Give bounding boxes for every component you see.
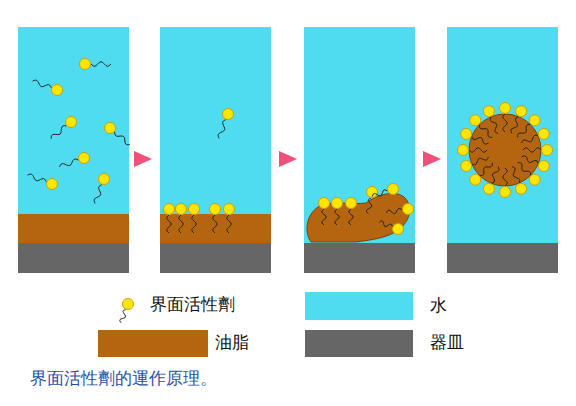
surfactant-tail <box>512 167 520 184</box>
surfactant-head <box>210 204 221 215</box>
surfactant-tail <box>167 215 171 233</box>
surfactant-tail <box>503 168 507 186</box>
surfactant-tail <box>522 156 539 164</box>
surfactant-head <box>461 128 472 139</box>
surfactant-head <box>223 109 234 120</box>
surfactant-head <box>79 153 90 164</box>
caption: 界面活性劑的運作原理。 <box>30 368 217 388</box>
surfactant-head <box>542 145 553 156</box>
surfactant-head <box>189 204 200 215</box>
surfactant-tail <box>179 215 183 233</box>
surfactant-tail <box>120 310 126 323</box>
surfactant-tail <box>91 62 111 66</box>
surfactant-tail <box>33 80 52 88</box>
dish <box>160 243 271 273</box>
surfactant-head <box>403 204 414 215</box>
surfactant-head <box>529 174 540 185</box>
surfactant-head <box>346 198 357 209</box>
dish <box>18 243 129 273</box>
oil-droplet <box>469 114 541 186</box>
surfactant-head <box>47 179 58 190</box>
surfactant-head <box>538 161 549 172</box>
water <box>18 27 129 215</box>
surfactant-head <box>319 198 330 209</box>
surfactant-head <box>66 117 77 128</box>
surfactant-tail <box>60 159 79 167</box>
surfactant-tail <box>518 163 531 176</box>
surfactant-head <box>393 224 404 235</box>
oil <box>160 214 271 244</box>
surfactant-head <box>538 128 549 139</box>
surfactant-head <box>52 85 63 96</box>
surfactant-tail <box>480 125 493 138</box>
surfactant-head <box>470 174 481 185</box>
legend-label: 油脂 <box>215 332 249 352</box>
surfactant-head <box>500 103 511 114</box>
surfactant-head <box>99 174 110 185</box>
dish <box>447 243 558 273</box>
water <box>447 27 558 243</box>
legend-swatch <box>305 330 413 357</box>
surfactant-tail <box>503 114 507 132</box>
surfactant-head <box>224 204 235 215</box>
surfactant-head <box>470 115 481 126</box>
surfactant-head <box>80 59 91 70</box>
surfactant-tail <box>94 185 102 204</box>
water <box>304 27 415 243</box>
legend-label: 器皿 <box>430 332 464 352</box>
surfactant-head <box>516 183 527 194</box>
surfactant-head <box>332 198 343 209</box>
surfactant-head <box>176 204 187 215</box>
surfactant-head <box>105 123 116 134</box>
surfactant-tail <box>511 117 519 134</box>
legend-label: 界面活性劑 <box>150 294 235 314</box>
oil-lifting <box>307 193 410 242</box>
surfactant-tail <box>115 132 130 145</box>
surfactant-tail <box>469 148 487 152</box>
legend-swatch <box>98 330 208 357</box>
surfactant-tail <box>472 136 489 144</box>
surfactant-head <box>483 183 494 194</box>
surfactant-head <box>516 106 527 117</box>
surfactant-tail <box>322 209 326 225</box>
legend-swatch <box>305 292 413 320</box>
surfactant-head <box>483 106 494 117</box>
surfactant-tail <box>490 117 498 134</box>
surfactant-tail <box>518 125 531 138</box>
dish <box>304 243 415 273</box>
legend-label: 水 <box>430 295 447 315</box>
surfactant-tail <box>372 190 387 197</box>
surfactant-tail <box>335 209 339 225</box>
oil <box>18 214 129 244</box>
surfactant-tail <box>51 126 66 139</box>
step-arrow <box>423 151 441 167</box>
surfactant-tail <box>192 215 196 233</box>
surfactant-head <box>164 204 175 215</box>
surfactant-head <box>500 187 511 198</box>
step-arrow <box>134 151 152 167</box>
surfactant-tail <box>227 215 231 233</box>
surfactant-tail <box>379 221 392 227</box>
surfactant-tail <box>367 198 372 214</box>
surfactant-head <box>123 299 134 310</box>
surfactant-tail <box>213 215 217 233</box>
surfactant-tail <box>218 120 226 139</box>
surfactant-head <box>458 145 469 156</box>
surfactant-head <box>529 115 540 126</box>
water <box>160 27 271 215</box>
surfactant-head <box>461 161 472 172</box>
surfactant-tail <box>386 208 402 213</box>
surfactant-head <box>388 184 399 195</box>
surfactant-tail <box>523 148 541 152</box>
surfactant-tail <box>349 209 353 225</box>
surfactant-tail <box>491 167 499 184</box>
step-arrow <box>279 151 297 167</box>
surfactant-tail <box>28 174 47 182</box>
surfactant-tail <box>472 157 489 165</box>
surfactant-tail <box>480 163 493 176</box>
surfactant-tail <box>522 135 539 143</box>
